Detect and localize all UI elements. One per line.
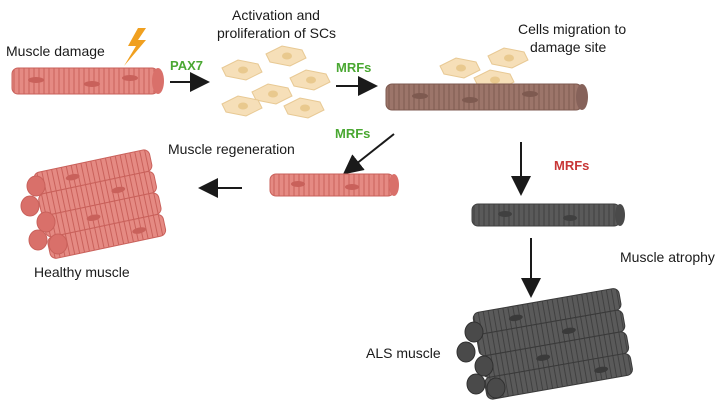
satellite-cells-cluster [221,45,331,119]
mrfs-left-label: MRFs [335,126,370,141]
damaged-muscle-fiber [11,67,164,95]
satellite-cell [289,69,331,91]
muscle-damage-label: Muscle damage [6,43,105,59]
satellite-cell [487,47,529,69]
regenerated-muscle-fiber [269,173,399,197]
als-muscle-label: ALS muscle [366,345,441,361]
healthy-muscle-bundle [20,149,167,259]
satellite-cell [439,57,481,79]
muscle-atrophy-label: Muscle atrophy [620,249,715,265]
mrfs-top-label: MRFs [336,60,371,75]
als-muscle-bundle [456,288,633,400]
satellite-cell [221,95,263,117]
arrow-to-regeneration [342,133,395,175]
activation-label-line1: Activation and [232,7,320,23]
migration-muscle-fiber [385,83,588,111]
healthy-muscle-label: Healthy muscle [34,264,130,280]
migrating-cells-cluster [439,47,529,91]
satellite-cell [265,45,307,67]
satellite-cell [283,97,325,119]
satellite-cell [221,59,263,81]
migration-label-line2: damage site [530,39,606,55]
atrophic-muscle-fiber [471,203,625,227]
mrfs-right-label: MRFs [554,158,589,173]
muscle-regeneration-label: Muscle regeneration [168,141,295,157]
activation-label-line2: proliferation of SCs [217,25,336,41]
pax7-label: PAX7 [170,58,203,73]
lightning-bolt-icon [124,28,146,66]
migration-label-line1: Cells migration to [518,21,626,37]
